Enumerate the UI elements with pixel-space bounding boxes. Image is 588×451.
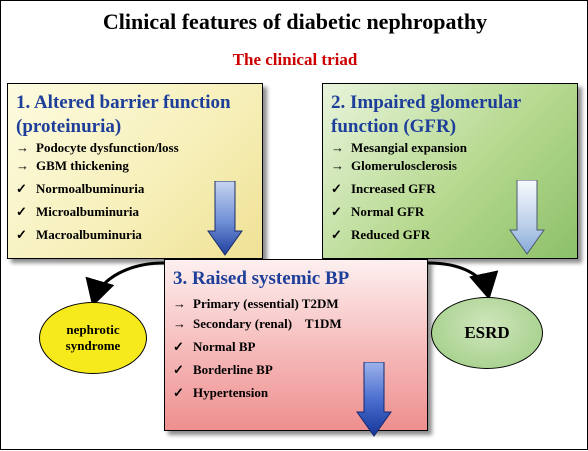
box2-item: →Mesangial expansion [331,140,467,155]
box2-title-line1: 2. Impaired glomerular [331,92,522,113]
check-icon: ✓ [16,181,27,196]
check-icon: ✓ [173,385,184,400]
check-icon: ✓ [173,339,184,354]
box2-item: ✓Reduced GFR [331,227,431,242]
box1-item: ✓Macroalbuminuria [16,227,142,242]
check-icon: ✓ [16,227,27,242]
box-gfr: 2. Impaired glomerular function (GFR) →M… [322,83,578,259]
box1-item: →Podocyte dysfunction/loss [16,140,179,155]
check-icon: ✓ [331,181,342,196]
box2-title-line2: function (GFR) [331,116,457,137]
subtitle: The clinical triad [232,50,358,69]
page-title: Clinical features of diabetic nephropath… [102,9,488,34]
ellipse-label-line2: syndrome [65,338,121,353]
box3-item: ✓Hypertension [173,385,269,400]
box2-item: ✓Normal GFR [331,204,425,219]
box3-item: →Secondary (renal) T1DM [173,316,342,331]
box1-title-line1: 1. Altered barrier function [16,92,231,113]
check-icon: ✓ [331,227,342,242]
arrow-icon: → [16,158,29,173]
arrow-icon: → [16,140,29,155]
box3-item: ✓Normal BP [173,339,256,354]
connector-arrow-left [85,261,165,307]
down-arrow-icon [207,181,243,256]
arrow-icon: → [331,140,344,155]
box3-item: →Primary (essential) T2DM [173,296,339,311]
nephrotic-syndrome-ellipse: nephrotic syndrome [39,302,147,374]
down-arrow-icon [509,180,545,255]
box1-item: →GBM thickening [16,158,129,173]
box1-item: ✓Microalbuminuria [16,204,140,219]
box3-title: 3. Raised systemic BP [173,268,350,289]
arrow-icon: → [173,296,186,311]
arrow-icon: → [173,316,186,331]
ellipse-label-line1: nephrotic [66,322,120,337]
down-arrow-icon [356,362,392,437]
box1-title-line2: (proteinuria) [16,116,122,137]
check-icon: ✓ [16,204,27,219]
box3-item: ✓Borderline BP [173,362,273,377]
box2-item: ✓Increased GFR [331,181,436,196]
box-proteinuria: 1. Altered barrier function (proteinuria… [7,83,263,259]
box2-item: →Glomerulosclerosis [331,158,457,173]
esrd-label: ESRD [464,323,510,342]
check-icon: ✓ [331,204,342,219]
connector-arrow-right [427,261,499,300]
box-systemic-bp: 3. Raised systemic BP →Primary (essentia… [164,259,428,437]
check-icon: ✓ [173,362,184,377]
esrd-ellipse: ESRD [431,297,543,369]
arrow-icon: → [331,158,344,173]
box1-item: ✓Normoalbuminuria [16,181,145,196]
